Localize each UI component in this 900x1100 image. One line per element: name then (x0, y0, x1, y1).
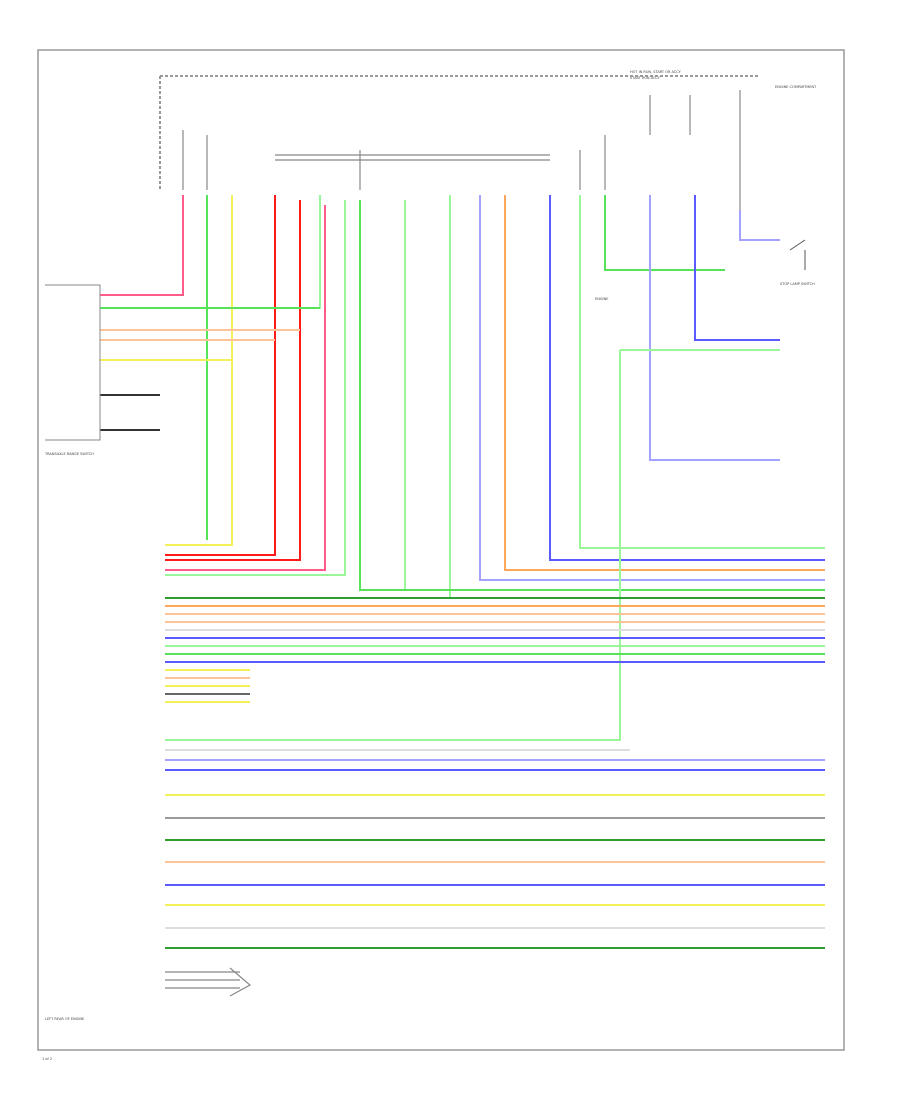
wire-pink-top (100, 195, 184, 296)
top-right-header: HOT IN RUN, START OR ACCY (630, 70, 682, 74)
stop-lamp-label: STOP LAMP SWITCH (780, 282, 815, 286)
wire-yellow-top (165, 195, 233, 546)
left-module-label: TRANSAXLE RANGE SWITCH (44, 452, 94, 456)
wire-peach-left (100, 329, 300, 341)
diagram-frame (37, 49, 845, 1051)
wire-black-left (100, 394, 160, 431)
solenoid-rows (165, 669, 250, 703)
wire-green-2 (359, 195, 825, 591)
stop-lamp-switch (789, 239, 806, 270)
lower-left-label: LEFT REAR OF ENGINE (45, 1017, 84, 1021)
connector-stubs (182, 90, 741, 240)
wire-lightgreen-top (100, 195, 825, 599)
wire-lightblue-top (479, 195, 825, 581)
sensor-rows (165, 739, 825, 771)
ground-group (165, 967, 252, 997)
left-module (45, 284, 101, 441)
wire-lightgreen-right (165, 195, 825, 741)
top-right-subheader: START RUN ACCY (630, 76, 661, 80)
signal-rows (165, 597, 825, 663)
engine-compartment-label: ENGINE COMPARTMENT (775, 85, 817, 89)
page-tag: 1 of 2 (42, 1057, 52, 1061)
wire-pink-2 (165, 205, 326, 571)
lower-rows (165, 794, 825, 949)
shared-engine-label: ENGINE (595, 297, 608, 301)
wire-blue-top (549, 195, 825, 561)
top-bus-line (159, 75, 760, 190)
wire-orange-top (504, 195, 825, 571)
wire-red-top (165, 195, 301, 561)
